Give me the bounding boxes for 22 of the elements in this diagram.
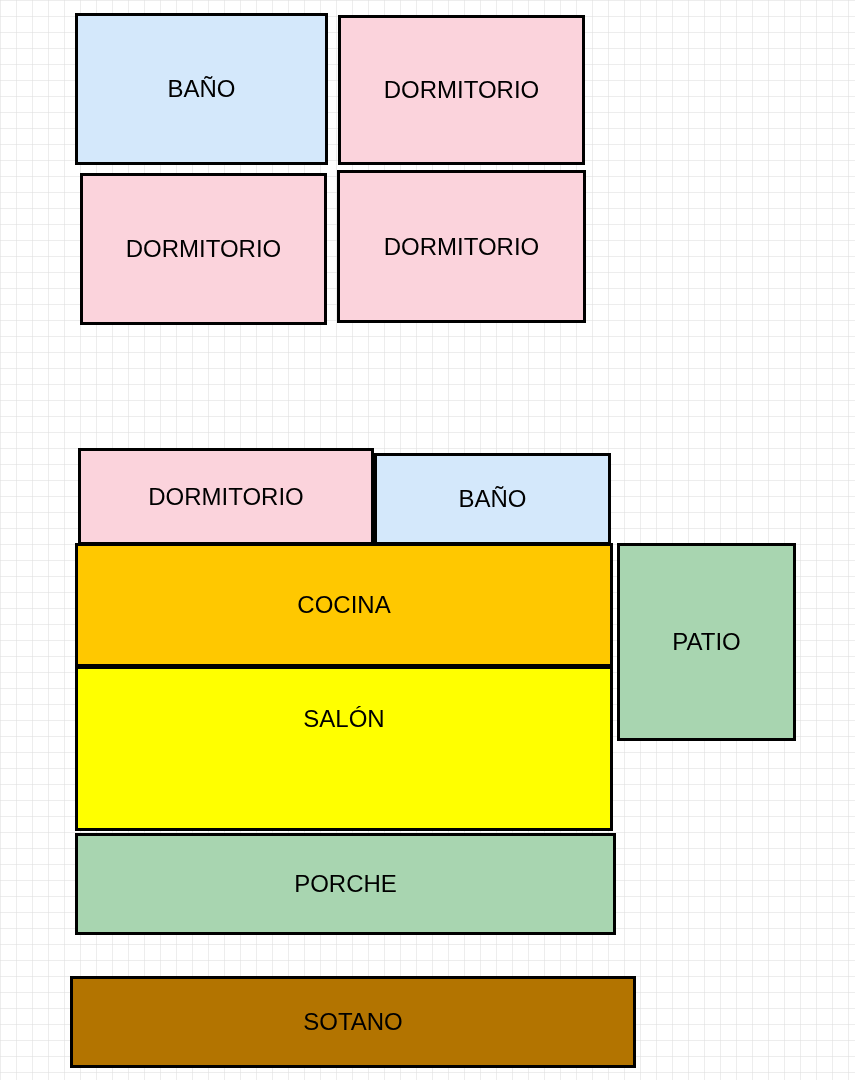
room-box (337, 170, 586, 323)
room-box (75, 833, 616, 935)
room-box (75, 666, 613, 831)
room-label: PORCHE (294, 869, 397, 899)
room-label: COCINA (297, 590, 391, 620)
room-label: DORMITORIO (125, 234, 282, 264)
room-box (75, 543, 613, 667)
room-label: SOTANO (303, 1007, 403, 1037)
room-label: BAÑO (167, 74, 236, 104)
room-box (374, 453, 611, 545)
room-label: BAÑO (458, 484, 527, 514)
room-label: SALÓN (303, 704, 385, 734)
room-box (617, 543, 796, 741)
room-box (80, 173, 327, 325)
room-box (70, 976, 636, 1068)
room-label: DORMITORIO (383, 231, 540, 262)
room-box (78, 448, 374, 545)
room-box (75, 13, 328, 165)
room-box (338, 15, 585, 165)
room-label: PATIO (672, 627, 741, 657)
room-label: DORMITORIO (148, 481, 304, 512)
room-label: DORMITORIO (383, 75, 540, 105)
